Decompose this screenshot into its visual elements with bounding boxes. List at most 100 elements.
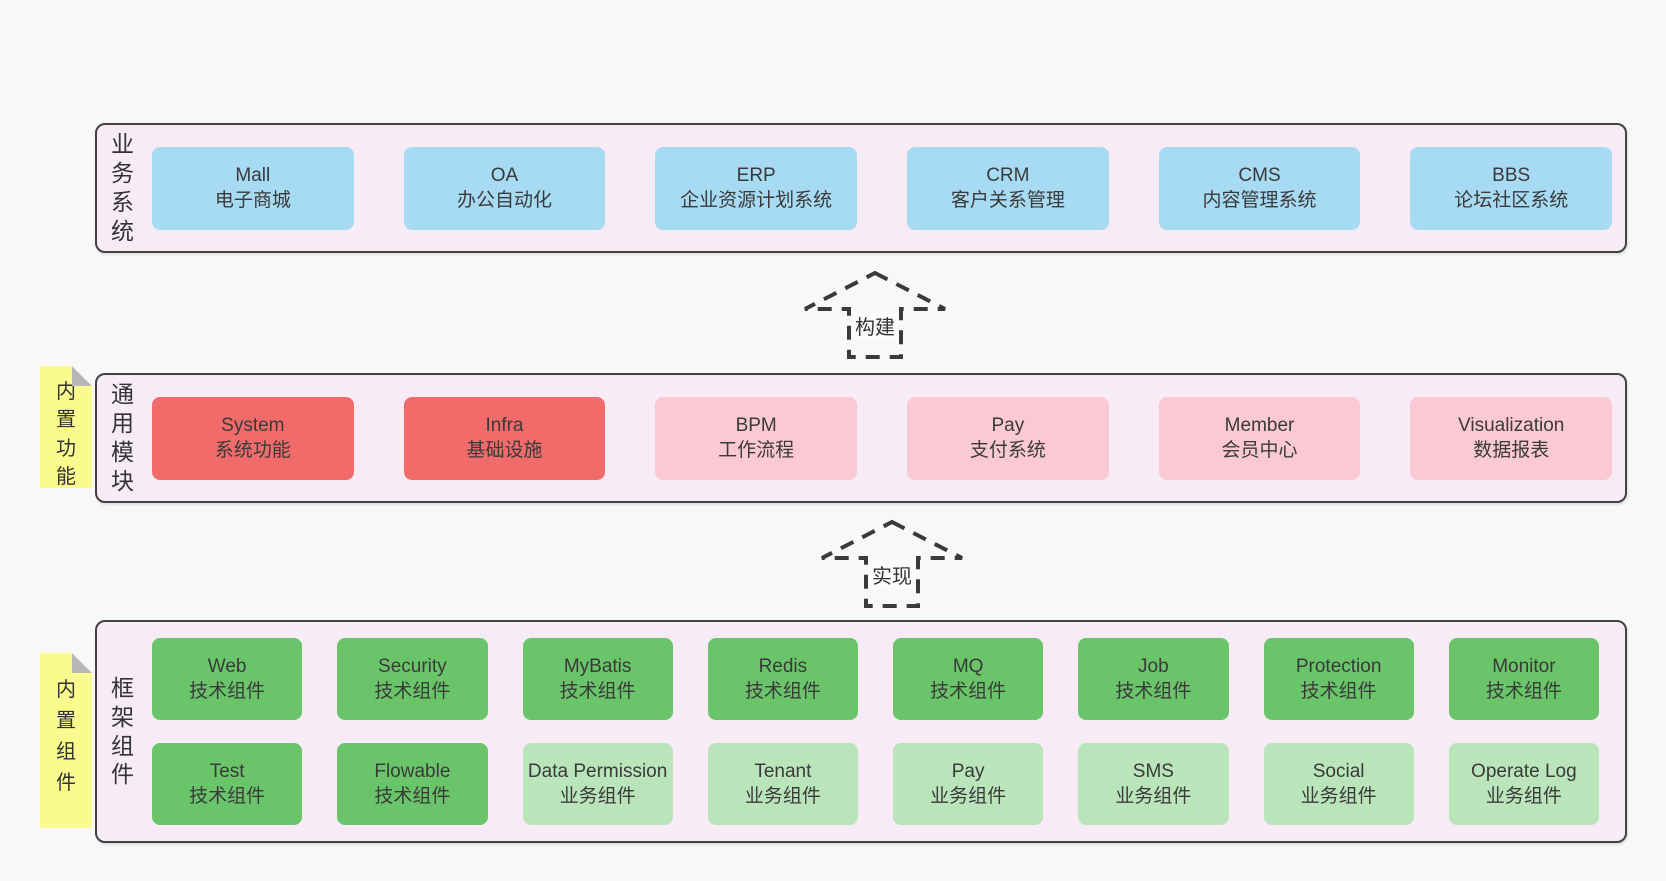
arrow-build: 构建 <box>800 269 950 361</box>
sticky-note-built-in-features: 内置功能 <box>40 366 92 488</box>
node-erp: ERP 企业资源计划系统 <box>655 146 858 230</box>
node-operate-log: Operate Log 业务组件 <box>1448 743 1599 825</box>
node-subtitle: 业务组件 <box>1300 786 1377 807</box>
node-subtitle: 业务组件 <box>1485 786 1562 807</box>
node-pay: Pay 支付系统 <box>907 396 1109 480</box>
up-block-arrow-icon <box>821 519 963 608</box>
arrow-label: 构建 <box>852 311 898 340</box>
node-title: BBS <box>1492 165 1531 186</box>
node-flowable: Flowable 技术组件 <box>337 743 488 825</box>
node-title: Infra <box>485 415 524 436</box>
node-security: Security 技术组件 <box>337 638 488 720</box>
panel-framework-components: 框架组件 Web 技术组件 Security 技术组件 MyBatis 技术组件… <box>95 620 1627 843</box>
node-subtitle: 论坛社区系统 <box>1454 190 1569 211</box>
biz-components-row: Test 技术组件 Flowable 技术组件 Data Permission … <box>152 743 1599 825</box>
node-title: Visualization <box>1458 415 1565 436</box>
node-job: Job 技术组件 <box>1078 638 1229 720</box>
node-title: Operate Log <box>1471 761 1577 782</box>
node-subtitle: 客户关系管理 <box>950 190 1065 211</box>
node-crm: CRM 客户关系管理 <box>907 146 1109 230</box>
node-title: Mall <box>235 165 271 186</box>
node-title: OA <box>490 165 519 186</box>
node-pay-biz: Pay 业务组件 <box>893 743 1044 825</box>
tech-components-row: Web 技术组件 Security 技术组件 MyBatis 技术组件 Redi… <box>152 638 1599 720</box>
business-systems-row: Mall 电子商城 OA 办公自动化 ERP 企业资源计划系统 CRM 客户关系… <box>152 146 1613 230</box>
node-title: System <box>221 415 285 436</box>
node-title: Test <box>209 761 245 782</box>
arrow-implement: 实现 <box>817 518 967 610</box>
panel-label-framework-components: 框架组件 <box>111 674 134 788</box>
panel-label-common-modules: 通用模块 <box>111 381 134 494</box>
node-subtitle: 技术组件 <box>559 681 636 702</box>
node-title: Web <box>207 656 247 677</box>
node-data-permission: Data Permission 业务组件 <box>522 743 673 825</box>
node-subtitle: 电子商城 <box>214 190 291 211</box>
node-subtitle: 业务组件 <box>559 786 636 807</box>
node-title: BPM <box>735 415 777 436</box>
node-subtitle: 技术组件 <box>1300 681 1377 702</box>
node-subtitle: 业务组件 <box>744 786 821 807</box>
node-mybatis: MyBatis 技术组件 <box>522 638 673 720</box>
node-subtitle: 技术组件 <box>189 786 266 807</box>
node-mall: Mall 电子商城 <box>152 146 354 230</box>
node-mq: MQ 技术组件 <box>893 638 1044 720</box>
node-title: Monitor <box>1492 656 1556 677</box>
node-subtitle: 系统功能 <box>214 440 291 461</box>
node-infra: Infra 基础设施 <box>403 396 606 480</box>
node-title: Protection <box>1295 656 1382 677</box>
node-title: Member <box>1224 415 1295 436</box>
node-title: Pay <box>951 761 985 782</box>
node-title: CRM <box>986 165 1030 186</box>
node-title: MQ <box>952 656 984 677</box>
panel-label-business-systems: 业务系统 <box>111 131 134 244</box>
panel-business-systems: 业务系统 Mall 电子商城 OA 办公自动化 ERP 企业资源计划系统 CRM… <box>95 123 1627 253</box>
sticky-note-built-in-components: 内置组件 <box>40 653 92 828</box>
node-member: Member 会员中心 <box>1158 396 1361 480</box>
node-title: Redis <box>758 656 808 677</box>
node-title: MyBatis <box>563 656 632 677</box>
node-protection: Protection 技术组件 <box>1263 638 1414 720</box>
node-subtitle: 技术组件 <box>374 681 451 702</box>
node-subtitle: 业务组件 <box>1115 786 1192 807</box>
node-subtitle: 企业资源计划系统 <box>680 190 833 211</box>
panel-common-modules: 通用模块 System 系统功能 Infra 基础设施 BPM 工作流程 Pay… <box>95 373 1627 503</box>
node-title: SMS <box>1132 761 1174 782</box>
arrow-label: 实现 <box>869 560 915 589</box>
node-subtitle: 技术组件 <box>744 681 821 702</box>
node-title: Job <box>1138 656 1169 677</box>
node-subtitle: 办公自动化 <box>457 190 553 211</box>
node-web: Web 技术组件 <box>152 638 303 720</box>
node-title: Security <box>378 656 447 677</box>
node-cms: CMS 内容管理系统 <box>1158 146 1361 230</box>
framework-components-grid: Web 技术组件 Security 技术组件 MyBatis 技术组件 Redi… <box>152 638 1599 825</box>
node-subtitle: 技术组件 <box>1485 681 1562 702</box>
node-title: Tenant <box>754 761 812 782</box>
node-subtitle: 工作流程 <box>718 440 795 461</box>
node-subtitle: 内容管理系统 <box>1202 190 1317 211</box>
node-title: Social <box>1312 761 1365 782</box>
node-sms: SMS 业务组件 <box>1078 743 1229 825</box>
node-bbs: BBS 论坛社区系统 <box>1410 146 1613 230</box>
node-title: Pay <box>991 415 1025 436</box>
node-subtitle: 技术组件 <box>189 681 266 702</box>
node-subtitle: 支付系统 <box>969 440 1046 461</box>
node-subtitle: 技术组件 <box>930 681 1007 702</box>
sticky-note-label: 内置功能 <box>56 381 76 489</box>
node-subtitle: 业务组件 <box>930 786 1007 807</box>
node-monitor: Monitor 技术组件 <box>1448 638 1599 720</box>
sticky-note-label: 内置组件 <box>56 679 76 794</box>
node-oa: OA 办公自动化 <box>403 146 606 230</box>
node-system: System 系统功能 <box>152 396 354 480</box>
node-tenant: Tenant 业务组件 <box>707 743 858 825</box>
common-modules-row: System 系统功能 Infra 基础设施 BPM 工作流程 Pay 支付系统… <box>152 396 1613 480</box>
node-redis: Redis 技术组件 <box>707 638 858 720</box>
node-title: Data Permission <box>527 761 668 782</box>
node-subtitle: 数据报表 <box>1473 440 1550 461</box>
node-subtitle: 技术组件 <box>1115 681 1192 702</box>
node-subtitle: 会员中心 <box>1221 440 1298 461</box>
node-visualization: Visualization 数据报表 <box>1410 396 1613 480</box>
node-title: ERP <box>736 165 776 186</box>
node-title: Flowable <box>374 761 451 782</box>
node-social: Social 业务组件 <box>1263 743 1414 825</box>
node-title: CMS <box>1238 165 1281 186</box>
